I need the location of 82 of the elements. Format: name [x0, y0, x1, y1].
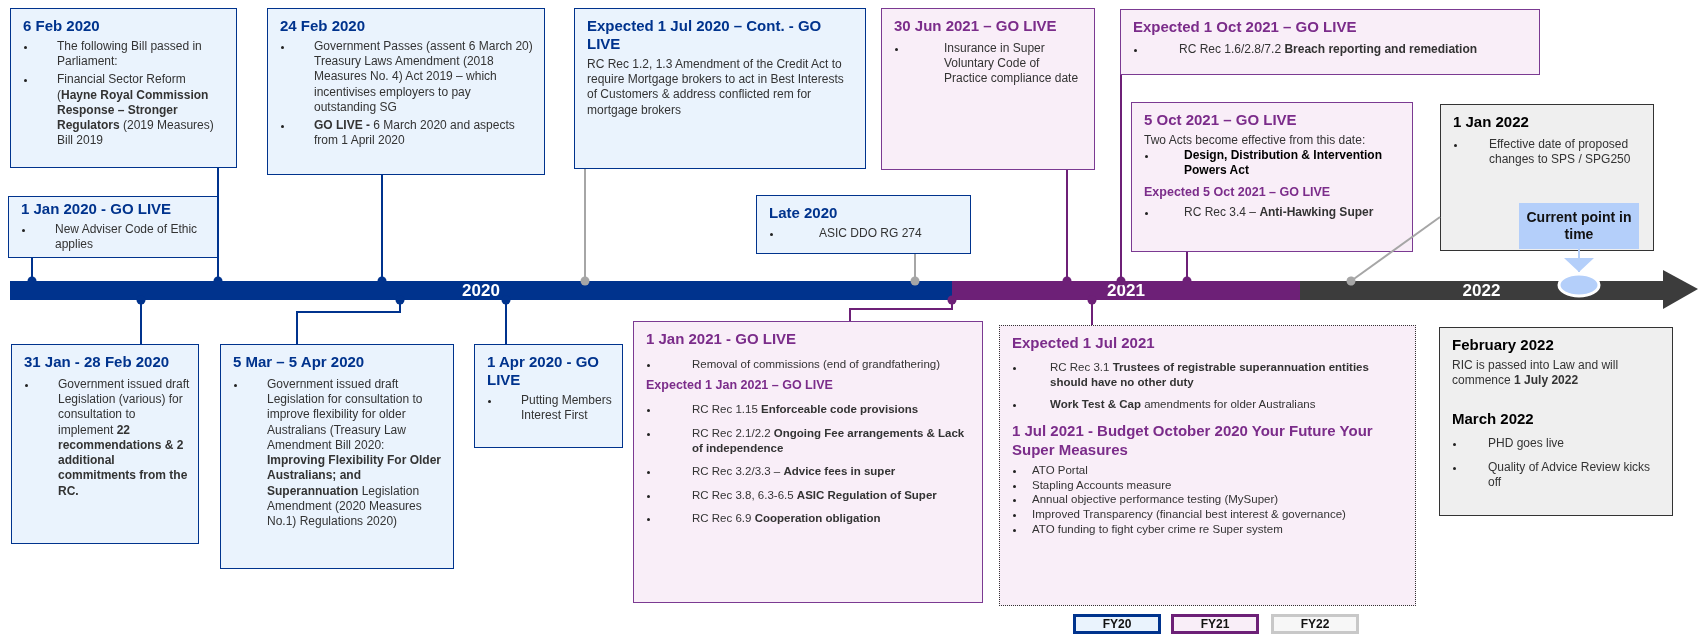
event-box — [267, 8, 545, 175]
bullet-text: Design, Distribution & Intervention Powers Act — [1184, 148, 1383, 179]
event-box — [220, 344, 454, 569]
event-box — [10, 8, 237, 168]
section-heading: Expected 5 Oct 2021 – GO LIVE — [1144, 184, 1332, 201]
bullet-text: ATO funding to fight cyber crime re Super system — [1032, 522, 1283, 535]
date-heading: 6 Feb 2020 — [23, 17, 101, 35]
event-box — [8, 196, 218, 258]
timeline-bar-segment — [952, 281, 1300, 300]
bullet-text: ATO Portal — [1032, 464, 1088, 477]
connector-line — [1346, 216, 1441, 286]
callout-pointer — [1564, 247, 1594, 273]
body-text: RC Rec 1.2, 1.3 Amendment of the Credit Act to require Mortgage brokers to act in Best Interests of Customers & address conflicted rem for mortgage brokers — [587, 57, 845, 118]
bullet-text: Insurance in Super Voluntary Code of Practice compliance date — [944, 41, 1079, 86]
date-heading: 24 Feb 2020 — [280, 17, 367, 35]
event-box — [633, 321, 983, 603]
date-heading: Expected 1 Oct 2021 – GO LIVE — [1133, 18, 1358, 36]
connector-line — [910, 253, 920, 286]
legend-swatch: FY22 — [1271, 614, 1359, 634]
date-heading: Expected 1 Jul 2020 – Cont. - GO LIVE — [587, 17, 823, 53]
bullet-text: RC Rec 3.1 Trustees of registrable superannuation entities should have no other duty — [1050, 361, 1369, 388]
event-box — [574, 8, 866, 169]
bullet-text: RC Rec 1.6/2.8/7.2 Breach reporting and remediation — [1179, 42, 1478, 56]
date-heading: 5 Oct 2021 – GO LIVE — [1144, 111, 1298, 129]
bullet-text: New Adviser Code of Ethic applies — [55, 222, 198, 252]
bullet-text: RC Rec 3.2/3.3 – Advice fees in super — [692, 465, 896, 478]
bullet-text: RC Rec 2.1/2.2 Ongoing Fee arrangements & Lack of independence — [692, 427, 965, 454]
bullet-text: GO LIVE - 6 March 2020 and aspects from 1 April 2020 — [314, 118, 515, 148]
bullet-text: RC Rec 3.8, 6.3-6.5 ASIC Regulation of Super — [692, 488, 937, 501]
bullet-text: Putting Members Interest First — [521, 393, 612, 423]
event-box — [1439, 327, 1673, 516]
date-heading: Late 2020 — [769, 204, 839, 222]
date-heading: 30 Jun 2021 – GO LIVE — [894, 17, 1058, 35]
event-box — [1440, 104, 1654, 251]
date-heading: 1 Apr 2020 - GO LIVE — [487, 353, 600, 389]
bullet-text: Improved Transparency (financial best interest & governance) — [1032, 508, 1346, 521]
legend-swatch: FY21 — [1171, 614, 1259, 634]
bullet-text: Removal of commissions (end of grandfathering) — [692, 358, 940, 370]
bullet-text: Stapling Accounts measure — [1032, 478, 1172, 491]
body-text: RIC is passed into Law and will commence 1 July 2022 — [1452, 358, 1620, 389]
event-box — [1120, 9, 1540, 75]
section-heading: Expected 1 Jan 2021 – GO LIVE — [646, 377, 834, 394]
connector-line — [580, 168, 590, 286]
connector-line — [1116, 74, 1126, 286]
bullet-text: RC Rec 1.15 Enforceable code provisions — [692, 403, 919, 416]
date-heading: 31 Jan - 28 Feb 2020 — [24, 353, 171, 371]
bullet-text: Government Passes (assent 6 March 20) Treasury Laws Amendment (2018 Measures No. 4) Act 2019 – which incentivises employers to pay outstanding SG — [314, 39, 533, 114]
timeline-bar-segment — [10, 281, 952, 300]
bullet-text: PHD goes live — [1488, 436, 1565, 451]
bullet-text: Government issued draft Legislation for consultation to improve flexibility for older Australians (Treasury Law Amendment Bill 2020: Improving Flexibility For Older Australians; and Superannuation Legislation Amendment (2020 Measures No.1) Regulations 2020) — [267, 377, 442, 529]
date-heading: 1 Jan 2021 - GO LIVE — [646, 330, 798, 348]
date-heading: 5 Mar – 5 Apr 2020 — [233, 353, 366, 371]
event-box — [881, 8, 1095, 170]
bullet-text: ASIC DDO RG 274 — [819, 226, 922, 240]
callout-box — [1519, 203, 1639, 249]
year-label: 2021 — [1107, 280, 1145, 301]
event-box — [11, 344, 199, 544]
event-box — [756, 195, 971, 254]
year-label: 2020 — [462, 280, 500, 301]
bullet-text: Annual objective performance testing (MySuper) — [1032, 493, 1279, 506]
event-box — [1131, 102, 1413, 252]
event-box — [999, 325, 1416, 606]
date-heading: 1 Jan 2022 — [1453, 113, 1530, 131]
bullet-text: RC Rec 6.9 Cooperation obligation — [692, 512, 881, 525]
year-label: 2022 — [1462, 280, 1501, 301]
date-heading: 1 Jan 2020 - GO LIVE — [21, 200, 173, 218]
bullet-text: RC Rec 3.4 – Anti-Hawking Super — [1184, 204, 1374, 219]
bullet-text: Work Test & Cap amendments for older Australians — [1050, 398, 1316, 411]
body-text: Two Acts become effective from this date: — [1144, 133, 1367, 149]
bullet-text: Effective date of proposed changes to SPS / SPG250 — [1489, 137, 1631, 167]
section-heading: 1 Jul 2021 - Budget October 2020 Your Future Your Super Measures — [1012, 421, 1374, 460]
bullet-text: The following Bill passed in Parliament: — [57, 39, 202, 69]
date-heading: March 2022 — [1452, 410, 1535, 429]
bullet-text: Financial Sector Reform (Hayne Royal Commission Response – Stronger Regulators (2019 Measures) Bill 2019 — [57, 72, 214, 148]
date-heading: February 2022 — [1452, 336, 1555, 354]
date-heading: Expected 1 Jul 2021 — [1012, 334, 1156, 352]
callout-text: Current point in time — [1525, 209, 1633, 243]
event-box — [474, 344, 623, 448]
bullet-text: Quality of Advice Review kicks off — [1488, 459, 1651, 489]
connector-line — [849, 295, 957, 322]
bullet-text: Government issued draft Legislation (various) for consultation to implement 22 recommendations & 2 additional commitments from the RC. — [58, 377, 190, 498]
legend-swatch: FY20 — [1073, 614, 1161, 634]
